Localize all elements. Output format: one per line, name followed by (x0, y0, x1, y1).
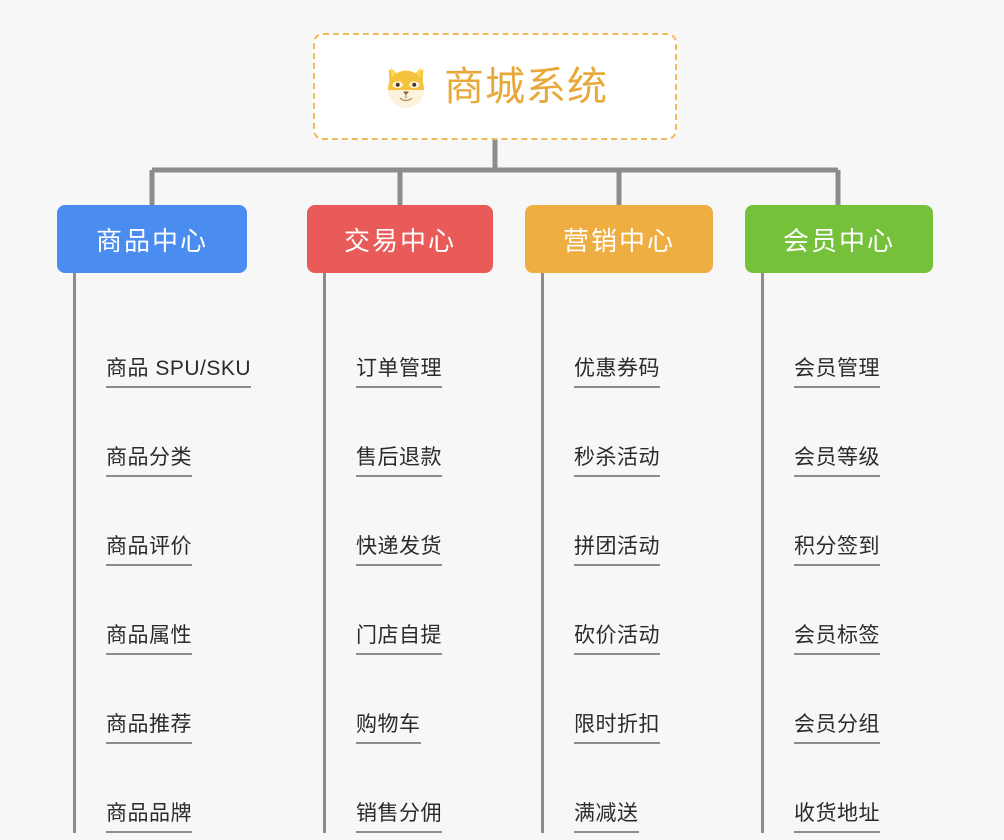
leaf-label: 商品品牌 (106, 801, 192, 833)
leaf-label: 会员等级 (794, 445, 880, 477)
list-item[interactable]: 商品推荐 (76, 655, 247, 744)
list-item[interactable]: 限时折扣 (544, 655, 713, 744)
leaf-label: 销售分佣 (356, 801, 442, 833)
leaf-label: 售后退款 (356, 445, 442, 477)
category-header-2[interactable]: 营销中心 (525, 205, 713, 273)
category-header-label: 商品中心 (95, 225, 208, 256)
leaf-label: 商品评价 (106, 534, 192, 566)
list-item[interactable]: 拼团活动 (544, 477, 713, 566)
category-header-label: 营销中心 (562, 225, 675, 256)
list-item[interactable]: 商品 SPU/SKU (76, 299, 252, 388)
category-header-3[interactable]: 会员中心 (745, 205, 933, 273)
list-item[interactable]: 会员等级 (764, 388, 933, 477)
leaf-label: 商品推荐 (106, 712, 192, 744)
category-column-2: 营销中心 优惠券码 秒杀活动 拼团活动 砍价活动 限时折扣 满减送 (525, 205, 713, 833)
leaf-list-0: 商品 SPU/SKU 商品分类 商品评价 商品属性 商品推荐 商品品牌 (73, 273, 252, 833)
leaf-label: 购物车 (356, 712, 421, 744)
list-item[interactable]: 购物车 (326, 655, 493, 744)
root-node[interactable]: 商城系统 (313, 33, 677, 140)
leaf-label: 限时折扣 (574, 712, 660, 744)
leaf-list-1: 订单管理 售后退款 快递发货 门店自提 购物车 销售分佣 (323, 273, 493, 833)
category-column-0: 商品中心 商品 SPU/SKU 商品分类 商品评价 商品属性 商品推荐 商品品牌 (57, 205, 252, 833)
list-item[interactable]: 商品分类 (76, 388, 247, 477)
leaf-label: 优惠券码 (574, 356, 660, 388)
list-item[interactable]: 商品评价 (76, 477, 247, 566)
list-item[interactable]: 会员分组 (764, 655, 933, 744)
category-header-label: 交易中心 (343, 225, 456, 256)
list-item[interactable]: 商品品牌 (76, 744, 247, 833)
leaf-label: 商品 SPU/SKU (106, 356, 252, 388)
list-item[interactable]: 砍价活动 (544, 566, 713, 655)
category-column-3: 会员中心 会员管理 会员等级 积分签到 会员标签 会员分组 收货地址 (745, 205, 933, 833)
list-item[interactable]: 积分签到 (764, 477, 933, 566)
leaf-label: 砍价活动 (574, 623, 660, 655)
list-item[interactable]: 订单管理 (326, 299, 493, 388)
category-header-label: 会员中心 (782, 225, 895, 256)
leaf-label: 商品属性 (106, 623, 192, 655)
leaf-label: 快递发货 (356, 534, 442, 566)
category-header-1[interactable]: 交易中心 (307, 205, 493, 273)
leaf-label: 订单管理 (356, 356, 442, 388)
list-item[interactable]: 门店自提 (326, 566, 493, 655)
list-item[interactable]: 售后退款 (326, 388, 493, 477)
leaf-label: 收货地址 (794, 801, 880, 833)
list-item[interactable]: 会员标签 (764, 566, 933, 655)
list-item[interactable]: 销售分佣 (326, 744, 493, 833)
leaf-list-3: 会员管理 会员等级 积分签到 会员标签 会员分组 收货地址 (761, 273, 933, 833)
category-column-1: 交易中心 订单管理 售后退款 快递发货 门店自提 购物车 销售分佣 (307, 205, 493, 833)
leaf-label: 积分签到 (794, 534, 880, 566)
list-item[interactable]: 优惠券码 (544, 299, 713, 388)
leaf-label: 拼团活动 (574, 534, 660, 566)
leaf-label: 满减送 (574, 801, 639, 833)
leaf-label: 会员分组 (794, 712, 880, 744)
list-item[interactable]: 会员管理 (764, 299, 933, 388)
list-item[interactable]: 满减送 (544, 744, 713, 833)
leaf-list-2: 优惠券码 秒杀活动 拼团活动 砍价活动 限时折扣 满减送 (541, 273, 713, 833)
list-item[interactable]: 收货地址 (764, 744, 933, 833)
leaf-label: 会员标签 (794, 623, 880, 655)
leaf-label: 会员管理 (794, 356, 880, 388)
leaf-label: 商品分类 (106, 445, 192, 477)
list-item[interactable]: 秒杀活动 (544, 388, 713, 477)
leaf-label: 门店自提 (356, 623, 442, 655)
list-item[interactable]: 快递发货 (326, 477, 493, 566)
root-title: 商城系统 (444, 64, 608, 109)
category-header-0[interactable]: 商品中心 (57, 205, 247, 273)
leaf-label: 秒杀活动 (574, 445, 660, 477)
list-item[interactable]: 商品属性 (76, 566, 247, 655)
dog-face-icon (388, 67, 424, 108)
